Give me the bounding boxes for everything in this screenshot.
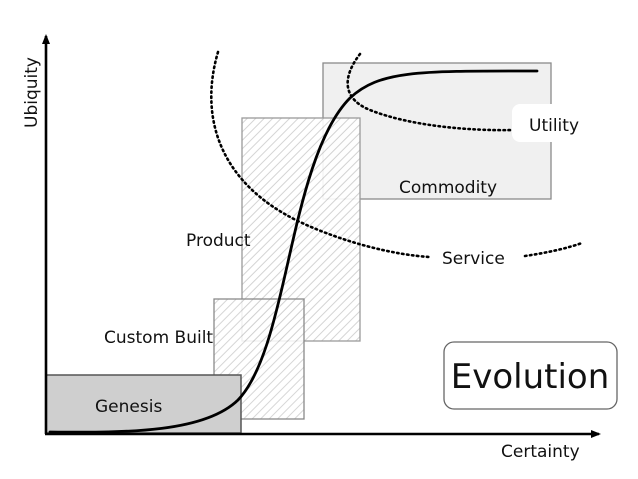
x-axis-label: Certainty bbox=[501, 442, 580, 462]
title-box bbox=[443, 341, 618, 410]
service-curve-tail bbox=[523, 241, 584, 258]
y-axis-label: Ubiquity bbox=[22, 57, 42, 128]
custom-built-label: Custom Built bbox=[104, 328, 213, 348]
genesis-label: Genesis bbox=[95, 397, 162, 417]
utility-curve bbox=[346, 52, 515, 132]
diagram-title: Evolution bbox=[451, 357, 610, 397]
product-label: Product bbox=[186, 231, 251, 251]
service-curve bbox=[210, 50, 432, 259]
service-label: Service bbox=[442, 249, 505, 269]
commodity-label: Commodity bbox=[399, 178, 497, 198]
genesis-box bbox=[45, 374, 242, 434]
utility-label: Utility bbox=[529, 116, 579, 136]
evolution-curve bbox=[48, 69, 539, 434]
utility-label-bg bbox=[512, 104, 592, 142]
